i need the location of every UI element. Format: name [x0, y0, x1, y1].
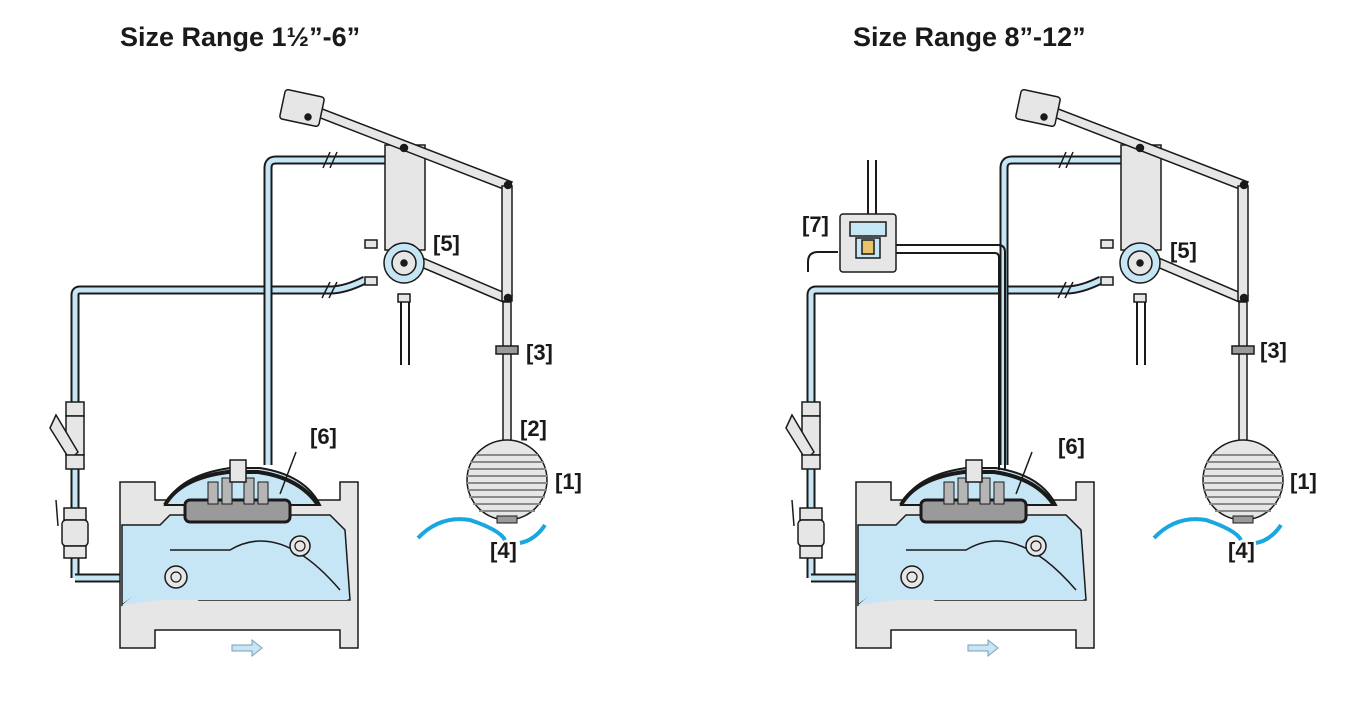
label-float-right: [1] — [1290, 469, 1317, 494]
title-right: Size Range 8”-12” — [853, 22, 1086, 52]
label-main-valve-left: [6] — [310, 424, 337, 449]
label-float-left: [1] — [555, 469, 582, 494]
label-water-level-left: [4] — [490, 538, 517, 563]
title-left: Size Range 1½”-6” — [120, 22, 361, 52]
label-relay-right: [7] — [802, 212, 829, 237]
label-rod-clamp-right: [3] — [1260, 338, 1287, 363]
label-rod-stop-left: [2] — [520, 416, 547, 441]
label-main-valve-right: [6] — [1058, 434, 1085, 459]
label-water-level-right: [4] — [1228, 538, 1255, 563]
label-pilot-right: [5] — [1170, 238, 1197, 263]
label-rod-clamp-left: [3] — [526, 340, 553, 365]
relay-valve — [807, 213, 1006, 470]
label-pilot-left: [5] — [433, 231, 460, 256]
